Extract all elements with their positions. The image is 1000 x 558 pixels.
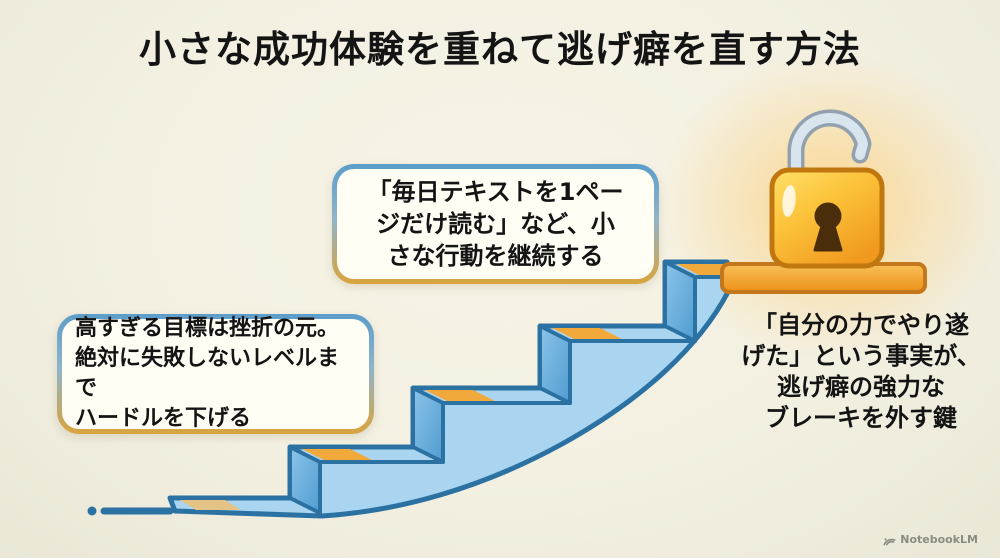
notebooklm-logo-icon bbox=[883, 537, 896, 545]
open-padlock-icon bbox=[769, 109, 885, 269]
stair-tread-patch bbox=[552, 328, 628, 342]
stair-tread-patch bbox=[302, 449, 378, 463]
callout-line: 「毎日テキストを1ペー bbox=[367, 178, 624, 206]
stair-riser bbox=[663, 260, 697, 343]
callout-line: さな行動を継続する bbox=[387, 242, 604, 270]
stair-riser bbox=[538, 324, 572, 405]
padlock-shine bbox=[782, 185, 796, 217]
callout-lower-goal: 高すぎる目標は挫折の元。 絶対に失敗しないレベルまで ハードルを下げる bbox=[57, 314, 374, 434]
stair-tread-patch bbox=[425, 390, 501, 404]
stair-tread-edges bbox=[318, 275, 726, 464]
watermark-label: NotebookLM bbox=[900, 533, 978, 546]
keyhole-slot bbox=[813, 224, 843, 252]
stair-riser bbox=[411, 386, 445, 464]
start-dot bbox=[87, 506, 97, 516]
callout-line: ジだけ読む」など、小 bbox=[376, 210, 615, 238]
stair-riser bbox=[288, 445, 322, 515]
keyhole-icon bbox=[814, 202, 842, 230]
note-line: ブレーキを外す鍵 bbox=[765, 404, 957, 432]
callout-line: 高すぎる目標は挫折の元。 bbox=[75, 316, 340, 341]
padlock-shackle bbox=[791, 113, 868, 186]
callout-small-action-body: 「毎日テキストを1ペー ジだけ読む」など、小 さな行動を継続する bbox=[337, 169, 654, 279]
note-line: 逃げ癖の強力な bbox=[777, 373, 945, 401]
callout-small-action: 「毎日テキストを1ペー ジだけ読む」など、小 さな行動を継続する bbox=[332, 164, 659, 284]
stair-tread-patch bbox=[180, 500, 241, 510]
watermark: NotebookLM bbox=[883, 533, 978, 546]
note-line: 「自分の力でやり遂 bbox=[753, 311, 969, 339]
callout-lower-goal-body: 高すぎる目標は挫折の元。 絶対に失敗しないレベルまで ハードルを下げる bbox=[62, 316, 369, 431]
note-self-achievement: 「自分の力でやり遂 げた」という事実が、 逃げ癖の強力な ブレーキを外す鍵 bbox=[728, 310, 994, 434]
page-title: 小さな成功体験を重ねて逃げ癖を直す方法 bbox=[139, 28, 861, 71]
note-line: げた」という事実が、 bbox=[741, 342, 981, 370]
callout-line: ハードルを下げる bbox=[75, 406, 252, 431]
callout-line: 絶対に失敗しないレベルまで bbox=[75, 346, 340, 401]
